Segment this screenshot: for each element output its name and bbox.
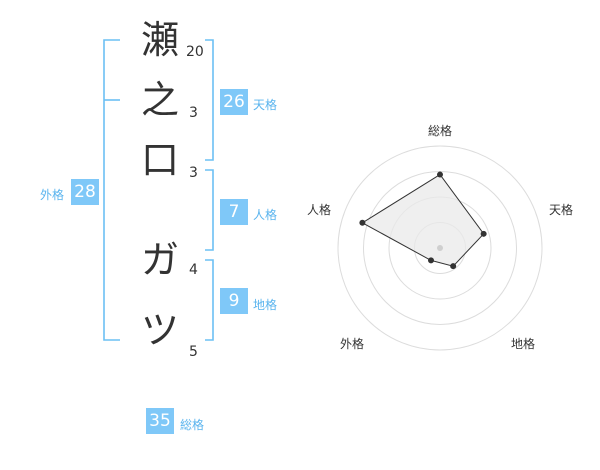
jinkaku-value-badge: 7 <box>220 199 248 225</box>
radar-point-2 <box>480 230 487 237</box>
name-char-3: 口 <box>140 138 179 182</box>
radar-series-polygon <box>361 173 485 267</box>
radar-ring-1 <box>337 145 543 351</box>
stroke-count-4: 4 <box>189 262 198 278</box>
gaikaku-value-badge: 28 <box>71 179 99 205</box>
radar-point-5 <box>359 219 366 226</box>
tenkaku-label: 天格 <box>253 98 278 112</box>
name-char-2: 之 <box>140 78 179 122</box>
soukaku-label: 総格 <box>180 418 205 432</box>
name-char-5: ツ <box>140 308 179 352</box>
radar-point-4 <box>428 257 435 264</box>
radar-center-dot <box>437 245 443 251</box>
stroke-count-2: 3 <box>189 105 198 121</box>
jinkaku-label: 人格 <box>253 208 278 222</box>
radar-points <box>359 171 487 270</box>
radar-axis-label-chikaku: 地格 <box>511 337 536 351</box>
stroke-count-1: 20 <box>186 44 204 60</box>
chikaku-value-badge: 9 <box>220 288 248 314</box>
name-char-4: ガ <box>140 238 179 282</box>
chikaku-label: 地格 <box>253 298 278 312</box>
radar-point-1 <box>437 171 443 178</box>
radar-axis-label-gaikaku: 外格 <box>340 337 365 351</box>
name-char-1: 瀬 <box>140 18 179 62</box>
radar-axis-label-jinkaku: 人格 <box>307 203 332 217</box>
tenkaku-value-badge: 26 <box>220 89 248 115</box>
soukaku-value-badge: 35 <box>146 408 174 434</box>
stroke-count-5: 5 <box>189 344 198 360</box>
radar-axis-label-soukaku: 総格 <box>428 124 453 138</box>
radar-point-3 <box>450 263 457 270</box>
stroke-count-3: 3 <box>189 165 198 181</box>
radar-ring-2 <box>363 171 517 325</box>
radar-axis-label-tenkaku: 天格 <box>549 203 574 217</box>
gaikaku-label: 外格 <box>40 188 65 202</box>
